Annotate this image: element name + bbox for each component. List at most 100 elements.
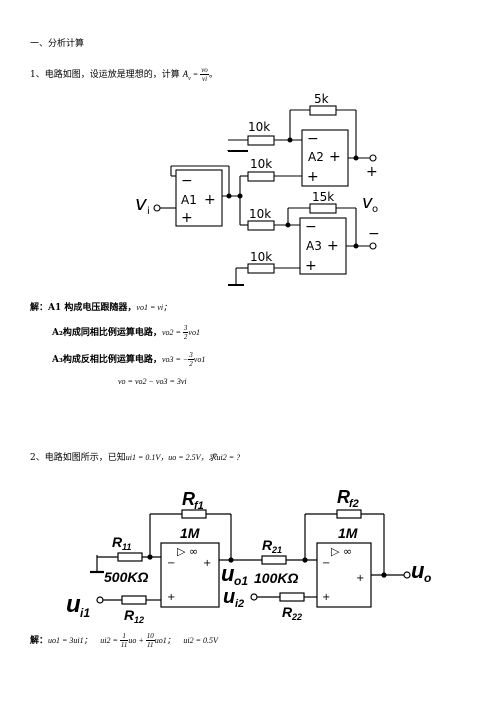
q1-a2-frac-num: 3 bbox=[182, 324, 189, 333]
q1-a3-frac-den: 2 bbox=[189, 360, 193, 368]
label-a2-ground-10k: 10k bbox=[248, 120, 270, 134]
opamp-1-symbol: ▷ ∞ bbox=[177, 545, 198, 558]
a1-minus: − bbox=[181, 173, 193, 189]
q2-solution-label: 解： bbox=[30, 636, 49, 646]
rf2-label: R bbox=[337, 487, 350, 507]
rf1-label: R bbox=[182, 489, 195, 509]
ui1-terminal bbox=[96, 596, 104, 604]
a1-plus: + bbox=[181, 210, 193, 226]
q1-solution-a2: A₂构成同相比例运算电路， bbox=[52, 328, 162, 338]
r21-value: 100KΩ bbox=[254, 570, 298, 586]
label-a2-plus-10k: 10k bbox=[250, 157, 272, 171]
opamp-1-out-plus: + bbox=[203, 558, 211, 569]
r11-subscript: 11 bbox=[122, 542, 131, 552]
vo-subscript: o bbox=[372, 204, 378, 215]
uo1-subscript: o1 bbox=[234, 574, 248, 588]
q2-solution-part-2-post: uo1； bbox=[154, 636, 175, 645]
a1-output-plus: + bbox=[204, 192, 216, 208]
question-1-tail: 。 bbox=[208, 70, 218, 80]
q2-frac-1-den: 11 bbox=[120, 641, 128, 649]
a2-minus: − bbox=[307, 131, 319, 147]
output-minus-terminal bbox=[369, 242, 377, 250]
r12-label: R bbox=[124, 607, 135, 623]
q1-solution-a3-post: vo1 bbox=[193, 355, 206, 364]
q1-solution-a3-pre: vo3 = − bbox=[161, 355, 189, 364]
opamp-1-plus: + bbox=[167, 592, 175, 603]
vi-label: v bbox=[135, 191, 148, 215]
vo-label: v bbox=[362, 192, 373, 213]
a2-plus: + bbox=[307, 169, 319, 185]
opamp-a1-box bbox=[175, 169, 223, 227]
question-1-text: 电路如图，设运放是理想的，计算 bbox=[44, 70, 180, 80]
rf1-subscript: f1 bbox=[194, 500, 204, 512]
uo-subscript: o bbox=[424, 571, 431, 585]
a2-output-plus: + bbox=[329, 149, 341, 165]
question-2-number: 2、 bbox=[30, 453, 45, 463]
gain-numerator: vo bbox=[200, 66, 209, 75]
opamp-1-minus: − bbox=[167, 558, 175, 569]
q1-solution-a1-math: vo1 = vi； bbox=[136, 303, 172, 312]
r12-subscript: 12 bbox=[134, 615, 144, 625]
r21-subscript: 21 bbox=[271, 545, 282, 555]
label-15k: 15k bbox=[312, 190, 334, 204]
r11-value: 500KΩ bbox=[104, 569, 148, 585]
q2-solution-part-3: ui2 = 0.5V bbox=[183, 636, 218, 645]
question-1-number: 1、 bbox=[30, 70, 45, 80]
a3-output-plus: + bbox=[327, 238, 339, 254]
uo1-label: u bbox=[221, 561, 235, 586]
opamp-2-out-plus: + bbox=[356, 573, 364, 584]
question-2-text: 电路如图所示，已知 bbox=[44, 453, 126, 463]
q1-solution-a2-post: vo1 bbox=[188, 328, 200, 337]
question-2-prompt: 2、电路如图所示，已知ui1 = 0.1V，uo = 2.5V，求ui2 = ? bbox=[30, 452, 240, 464]
resistor-r12 bbox=[121, 595, 147, 605]
q1-a2-frac-den: 2 bbox=[183, 333, 188, 341]
ui1-label: u bbox=[66, 591, 81, 618]
gain-equals: = bbox=[190, 70, 201, 79]
resistor-r22 bbox=[279, 592, 305, 602]
opamp-2-plus: + bbox=[322, 592, 330, 603]
ui2-subscript: i2 bbox=[235, 598, 244, 610]
label-a3: A3 bbox=[306, 239, 322, 253]
a3-minus: − bbox=[305, 219, 317, 235]
q1-solution-line-4: vo = vo2 − vo3 = 3vi bbox=[118, 377, 187, 386]
ui2-terminal bbox=[250, 593, 258, 601]
gain-symbol: A bbox=[182, 69, 189, 79]
resistor-r21 bbox=[261, 555, 287, 565]
ui2-label: u bbox=[223, 586, 235, 608]
opamp-2-minus: − bbox=[322, 558, 330, 569]
opamp-1-box bbox=[160, 542, 220, 608]
ui1-subscript: i1 bbox=[80, 606, 90, 620]
vi-subscript: i bbox=[147, 206, 150, 217]
q1-a3-frac-num: 3 bbox=[188, 351, 194, 360]
q1-solution-a3: A₃构成反相比例运算电路， bbox=[52, 355, 162, 365]
r11-label: R bbox=[112, 534, 123, 550]
label-a3-input-10k: 10k bbox=[249, 207, 271, 221]
r21-label: R bbox=[262, 537, 273, 553]
q1-solution-a2-pre: vo2 = bbox=[161, 328, 183, 337]
label-5k: 5k bbox=[314, 92, 329, 106]
uo-label: u bbox=[411, 558, 425, 583]
output-minus-sign: − bbox=[368, 226, 380, 242]
output-plus-terminal bbox=[369, 154, 377, 162]
rf2-value: 1M bbox=[338, 525, 358, 541]
r22-label: R bbox=[282, 604, 293, 620]
q1-solution-a1: A1 构成电压跟随器， bbox=[48, 303, 137, 313]
gain-subscript: v bbox=[188, 75, 191, 82]
resistor-rf2 bbox=[336, 509, 362, 519]
q2-solution-part-2-pre: ui2 = bbox=[100, 636, 120, 645]
q2-frac-1-num: 1 bbox=[119, 632, 129, 641]
section-heading: 一、分析计算 bbox=[30, 39, 85, 49]
question-2-values: ui1 = 0.1V，uo = 2.5V，求ui2 = ? bbox=[125, 453, 241, 462]
q2-frac-2-den: 11 bbox=[147, 641, 154, 649]
label-a1: A1 bbox=[181, 193, 197, 207]
uo-terminal bbox=[403, 571, 411, 579]
rf2-subscript: f2 bbox=[349, 498, 359, 510]
